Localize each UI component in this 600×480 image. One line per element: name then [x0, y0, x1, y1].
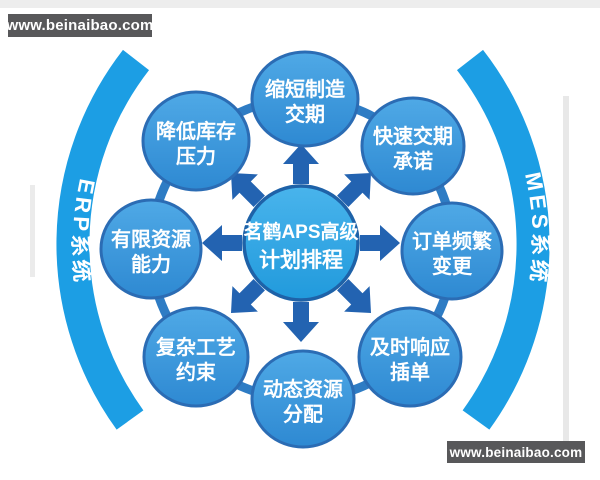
center-node: 茗鹤APS高级 计划排程 — [242, 184, 360, 302]
watermark-top: www.beinaibao.com — [6, 14, 153, 37]
satellite-node-bottom: 动态资源 分配 — [250, 349, 356, 449]
node-circle — [357, 306, 463, 408]
right-gray-band — [563, 96, 569, 442]
node-circle — [142, 306, 250, 408]
node-label-line2: 能力 — [131, 252, 171, 276]
node-label-line1: 快速交期 — [373, 124, 453, 148]
node-label-line2: 压力 — [176, 145, 216, 168]
node-circle — [141, 90, 251, 192]
arrow-up-right-icon — [337, 172, 372, 207]
node-label-line2: 约束 — [176, 360, 217, 384]
arrow-left-icon — [202, 225, 242, 261]
satellite-node-top-right: 快速交期 承诺 — [360, 96, 466, 196]
arrow-down-left-icon — [230, 279, 265, 314]
node-label-line2: 插单 — [390, 360, 430, 384]
page-top-strip — [0, 0, 600, 8]
node-circle — [250, 349, 356, 449]
center-circle — [242, 184, 360, 302]
node-label-line1: 复杂工艺 — [155, 335, 236, 359]
radiating-arrows — [202, 144, 400, 342]
node-label-line2: 变更 — [432, 254, 473, 278]
satellite-node-right: 订单频繁 变更 — [400, 201, 504, 301]
node-label-line2: 交期 — [285, 102, 325, 126]
node-circle — [99, 198, 203, 300]
center-label-line1: 茗鹤APS高级 — [243, 220, 358, 243]
satellite-node-left: 有限资源 能力 — [99, 198, 203, 300]
node-label-line1: 订单频繁 — [412, 229, 493, 253]
node-label-line1: 及时响应 — [370, 335, 450, 359]
satellite-node-bottom-left: 复杂工艺 约束 — [142, 306, 250, 408]
center-label-line2: 计划排程 — [259, 248, 343, 272]
satellite-node-top: 缩短制造 交期 — [250, 50, 360, 148]
watermark-bottom: www.beinaibao.com — [447, 441, 585, 463]
node-label-line2: 分配 — [283, 403, 323, 426]
arrow-down-icon — [283, 302, 319, 342]
node-label-line1: 降低库存 — [156, 119, 236, 143]
node-circle — [400, 201, 504, 301]
node-label-line2: 承诺 — [393, 150, 433, 173]
arrow-up-icon — [283, 144, 319, 184]
erp-arc-label: ERP系统 — [68, 177, 100, 287]
node-label-line1: 缩短制造 — [265, 77, 346, 101]
node-label-line1: 有限资源 — [111, 227, 191, 251]
node-circle — [250, 50, 360, 148]
arrow-up-left-icon — [230, 172, 265, 207]
arrow-right-icon — [360, 225, 400, 261]
node-label-line1: 动态资源 — [263, 377, 343, 401]
satellite-node-top-left: 降低库存 压力 — [141, 90, 251, 192]
node-circle — [360, 96, 466, 196]
satellite-node-bottom-right: 及时响应 插单 — [357, 306, 463, 408]
arrow-down-right-icon — [337, 279, 372, 314]
left-gray-band — [30, 185, 35, 277]
